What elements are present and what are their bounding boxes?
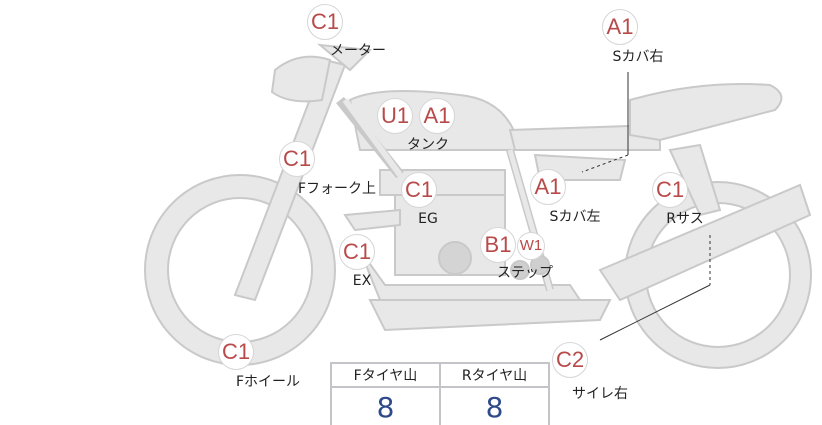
grade-badge: W1	[517, 232, 545, 260]
grade-badge: A1	[419, 98, 455, 134]
grade-badge: B1	[480, 227, 516, 263]
grade-badge: C2	[552, 342, 588, 378]
part-label-exhaust: EX	[352, 273, 372, 289]
part-label-front-fork: Fフォーク上	[297, 181, 377, 197]
grade-badge: C1	[218, 334, 254, 370]
grade-badge: U1	[377, 98, 413, 134]
grade-badge: C1	[652, 172, 688, 208]
part-label-step: ステップ	[497, 265, 553, 281]
part-label-tank: タンク	[407, 137, 449, 153]
rear-tire-header: Rタイヤ山	[439, 362, 550, 388]
front-tire-value: 8	[330, 386, 441, 425]
grade-badge: C1	[339, 234, 375, 270]
front-tire-header: Fタイヤ山	[330, 362, 441, 388]
part-label-side-cover-left: Sカバ左	[549, 209, 601, 225]
part-label-silencer-right: サイレ右	[572, 386, 628, 402]
grade-badge: C1	[279, 141, 315, 177]
part-label-meter: メーター	[330, 43, 386, 59]
part-label-side-cover-right: Sカバ右	[612, 49, 664, 65]
grade-badge: C1	[307, 4, 343, 40]
grade-badge: C1	[401, 172, 437, 208]
rear-tire-value: 8	[439, 386, 550, 425]
part-label-engine: EG	[418, 211, 438, 227]
part-label-front-wheel: Fホイール	[235, 374, 301, 390]
grade-badge: A1	[530, 169, 566, 205]
part-label-rear-suspension: Rサス	[666, 211, 704, 227]
grade-badge: A1	[602, 9, 638, 45]
